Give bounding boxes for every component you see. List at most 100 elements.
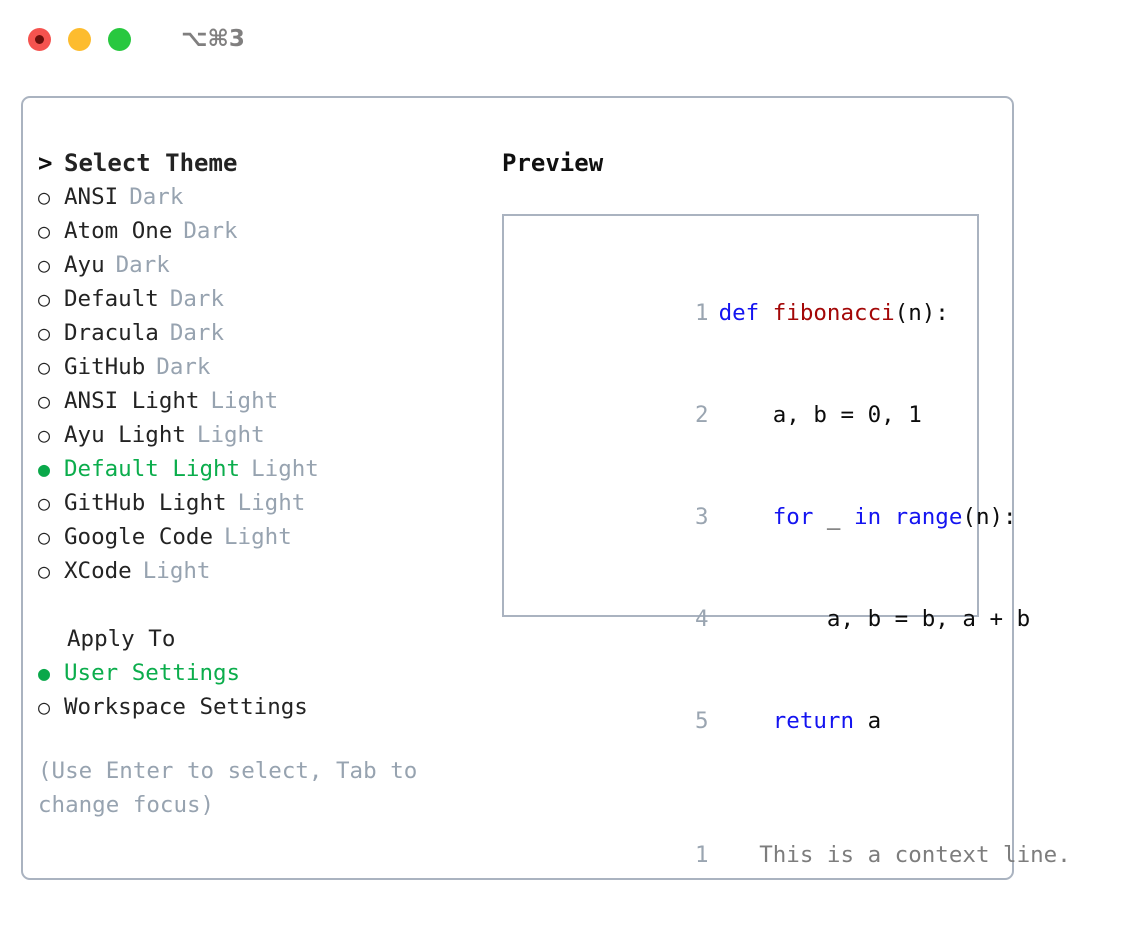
theme-variant-tag: Dark: [169, 286, 225, 312]
code-token: a: [854, 708, 882, 734]
code-line: 1 def fibonacci(n):: [522, 262, 977, 364]
window-titlebar: ⌥⌘3: [0, 0, 1140, 78]
code-token: a, b = b, a + b: [718, 606, 1031, 632]
radio-unselected-icon[interactable]: ○: [38, 287, 51, 311]
list-gap: [38, 588, 488, 622]
diff-line-context: 1 This is a context line.: [522, 804, 1071, 906]
apply-to-option-label: Workspace Settings: [64, 694, 308, 720]
radio-unselected-icon[interactable]: ○: [38, 423, 51, 447]
line-number: 1: [695, 842, 709, 868]
theme-list-item[interactable]: ○ GitHub Light Light: [38, 486, 488, 520]
theme-picker-panel: > Select Theme ○ ANSI Dark ○ Atom One Da…: [21, 96, 1071, 880]
code-token: return: [772, 708, 855, 734]
apply-to-option-label: User Settings: [64, 660, 241, 686]
preview-title: Preview: [502, 149, 604, 177]
preview-section-gap: [522, 772, 977, 804]
theme-name: ANSI Light: [64, 388, 200, 414]
code-token: a, b = 0, 1: [718, 402, 922, 428]
theme-name: Dracula: [64, 320, 159, 346]
code-line: 5 return a: [522, 670, 977, 772]
theme-list-item[interactable]: ○ XCode Light: [38, 554, 488, 588]
theme-list-item[interactable]: ○ Default Dark: [38, 282, 488, 316]
radio-unselected-icon[interactable]: ○: [38, 253, 51, 277]
theme-variant-tag: Light: [237, 490, 306, 516]
radio-unselected-icon[interactable]: ○: [38, 695, 51, 719]
line-number: 5: [695, 708, 709, 734]
theme-variant-tag: Light: [142, 558, 211, 584]
theme-variant-tag: Dark: [169, 320, 225, 346]
select-theme-header: > Select Theme: [38, 146, 488, 180]
code-line: 4 a, b = b, a + b: [522, 568, 1030, 670]
radio-selected-icon[interactable]: ●: [38, 457, 51, 481]
radio-unselected-icon[interactable]: ○: [38, 525, 51, 549]
apply-to-option-user[interactable]: ● User Settings: [38, 656, 488, 690]
theme-name: Default: [64, 286, 159, 312]
diff-sign: [719, 842, 733, 868]
code-line: 3 for _ in range(n):: [522, 466, 1017, 568]
radio-unselected-icon[interactable]: ○: [38, 389, 51, 413]
diff-text: This is a context line.: [732, 842, 1071, 868]
theme-list-item[interactable]: ○ Ayu Dark: [38, 248, 488, 282]
code-token: (n):: [962, 504, 1017, 530]
code-token: range: [894, 504, 963, 530]
theme-name: Atom One: [64, 218, 173, 244]
theme-list-item[interactable]: ○ Atom One Dark: [38, 214, 488, 248]
radio-unselected-icon[interactable]: ○: [38, 219, 51, 243]
theme-list-item[interactable]: ○ ANSI Light Light: [38, 384, 488, 418]
window-shortcut-label: ⌥⌘3: [181, 26, 245, 52]
apply-to-title: Apply To: [67, 626, 176, 652]
theme-variant-tag: Dark: [129, 184, 184, 210]
close-button[interactable]: [28, 27, 51, 51]
radio-selected-icon[interactable]: ●: [38, 661, 51, 685]
hint-gap: [38, 724, 488, 754]
minimize-button[interactable]: [68, 27, 91, 51]
theme-selection-column: > Select Theme ○ ANSI Dark ○ Atom One Da…: [38, 146, 488, 822]
theme-name: GitHub Light: [64, 490, 227, 516]
theme-variant-tag: Dark: [156, 354, 211, 380]
code-token: [759, 300, 773, 326]
theme-list-item[interactable]: ○ GitHub Dark: [38, 350, 488, 384]
code-token: (n):: [894, 300, 949, 326]
theme-name: Ayu Light: [64, 422, 186, 448]
theme-variant-tag: Dark: [183, 218, 238, 244]
theme-list-item[interactable]: ○ Ayu Light Light: [38, 418, 488, 452]
code-token: def: [718, 300, 760, 326]
theme-list-item[interactable]: ○ Dracula Dark: [38, 316, 488, 350]
line-number: 2: [695, 402, 709, 428]
radio-unselected-icon[interactable]: ○: [38, 355, 51, 379]
theme-name: GitHub: [64, 354, 146, 380]
code-token: [719, 504, 773, 530]
maximize-button[interactable]: [108, 27, 131, 51]
keyboard-hint-text: (Use Enter to select, Tab to change focu…: [38, 758, 418, 818]
code-token: for: [772, 504, 814, 530]
theme-name: Default Light: [64, 456, 241, 482]
theme-variant-tag: Light: [196, 422, 265, 448]
theme-variant-tag: Light: [251, 456, 319, 482]
code-token: [719, 708, 773, 734]
apply-to-option-workspace[interactable]: ○ Workspace Settings: [38, 690, 488, 724]
theme-variant-tag: Light: [210, 388, 279, 414]
radio-unselected-icon[interactable]: ○: [38, 321, 51, 345]
prompt-caret-icon: >: [38, 149, 53, 177]
code-token: fibonacci: [772, 300, 895, 326]
line-number: 1: [695, 300, 709, 326]
radio-unselected-icon[interactable]: ○: [38, 185, 51, 209]
theme-name: Google Code: [64, 524, 214, 550]
code-line: 2 a, b = 0, 1: [522, 364, 977, 466]
theme-name: Ayu: [64, 252, 105, 278]
line-number: 4: [695, 606, 709, 632]
radio-unselected-icon[interactable]: ○: [38, 491, 51, 515]
theme-list-item[interactable]: ○ Google Code Light: [38, 520, 488, 554]
code-token: [881, 504, 895, 530]
theme-variant-tag: Light: [224, 524, 292, 550]
theme-name: XCode: [64, 558, 132, 584]
radio-unselected-icon[interactable]: ○: [38, 559, 51, 583]
theme-name: ANSI: [64, 184, 119, 210]
theme-list-item-selected[interactable]: ● Default Light Light: [38, 452, 488, 486]
traffic-lights: [28, 27, 131, 51]
line-number: 3: [695, 504, 709, 530]
theme-list-item[interactable]: ○ ANSI Dark: [38, 180, 488, 214]
